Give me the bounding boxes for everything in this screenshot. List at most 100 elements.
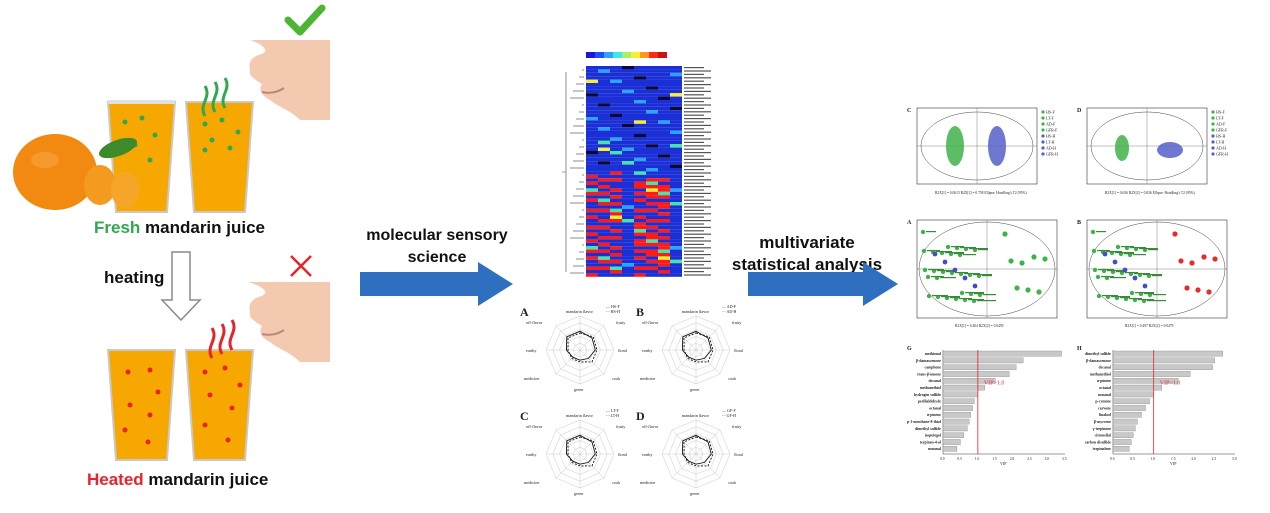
- loading-point-label: [951, 246, 964, 248]
- heatmap-cell: [634, 69, 646, 73]
- heatmap-cell: [586, 256, 598, 260]
- heatmap-cell: [646, 140, 658, 145]
- heatmap-row-label: [684, 254, 711, 256]
- vip-bar: [942, 405, 973, 411]
- heatmap-cell: [670, 93, 682, 97]
- heatmap-cell: [658, 96, 670, 100]
- heatmap-cell: [646, 130, 658, 134]
- loading-point-label: [950, 297, 960, 299]
- heatmap-cell: [658, 164, 670, 168]
- heatmap-cell: [634, 168, 646, 172]
- loading-point-blue: [1122, 267, 1128, 273]
- radar-axis-label: fruity: [616, 320, 626, 325]
- vip-tick-label: 1.5: [1171, 457, 1176, 461]
- heatmap-row-label: [684, 152, 711, 154]
- vip-bar-label: α-pinene: [1097, 379, 1111, 383]
- loading-point-label: [954, 253, 964, 255]
- vip-bar-label: β-damascenone: [916, 359, 941, 363]
- loading-point-label: [1130, 247, 1146, 249]
- heatmap-cell: [670, 147, 682, 151]
- vip-tick-label: 3.5: [1062, 457, 1067, 461]
- heatmap-cell: [634, 110, 646, 114]
- score-legend-item: LT-F: [1046, 116, 1054, 121]
- heatmap-cell: [646, 144, 658, 148]
- radar-axis-label: cook: [612, 480, 621, 485]
- vip-bar-label: trans-β-ionone: [917, 372, 941, 376]
- heatmap-cell: [598, 113, 610, 117]
- heatmap-colorbar-cell: [586, 52, 595, 58]
- heatmap-cell: [670, 168, 682, 172]
- heatmap-cell: [658, 266, 670, 270]
- heatmap-cell: [658, 168, 670, 172]
- heatmap-cell: [586, 246, 598, 250]
- heatmap-cell: [622, 76, 634, 80]
- heatmap-cell: [658, 134, 670, 138]
- heatmap-cell: [586, 174, 598, 179]
- radar-panel-letter: C: [520, 409, 529, 423]
- heatmap-cell: [622, 222, 634, 226]
- loading-point-label: [1124, 253, 1134, 255]
- heatmap-cell: [586, 140, 598, 145]
- heatmap-cell: [634, 137, 646, 141]
- heatmap-cell: [610, 151, 622, 155]
- heatmap-cell: [634, 219, 646, 223]
- heatmap-cell: [586, 195, 598, 199]
- heatmap-cell: [634, 202, 646, 206]
- heatmap-cell: [610, 117, 622, 121]
- heatmap-cell: [658, 137, 670, 141]
- heatmap-cell: [646, 106, 658, 111]
- heatmap-cell: [646, 263, 658, 267]
- loading-point-green: [1129, 290, 1135, 296]
- vip-bar-label: hydrogen sulfide: [914, 393, 941, 397]
- radar-axis-label: cook: [612, 376, 621, 381]
- loading-point-label: [960, 247, 976, 249]
- heatmap-row-label: [684, 97, 711, 99]
- heated-glass-2: [184, 349, 255, 461]
- heatmap-cell: [598, 259, 610, 264]
- heatmap-cell: [670, 256, 682, 260]
- heatmap-cell: [646, 93, 658, 97]
- heatmap-cell: [658, 174, 670, 179]
- heatmap-cell: [598, 208, 610, 213]
- heatmap-cell: [670, 253, 682, 257]
- heatmap-cell: [670, 86, 682, 90]
- heatmap-cell: [622, 225, 634, 230]
- heatmap-cell: [598, 236, 610, 240]
- heatmap-cell: [586, 232, 598, 236]
- loading-point-blue: [1102, 251, 1108, 257]
- heatmap-row-label: [684, 223, 704, 225]
- heatmap-cell: [610, 266, 622, 270]
- heatmap-cell: [658, 76, 670, 80]
- vip-bar-label: nonanal: [928, 447, 941, 451]
- heatmap-cell: [634, 229, 646, 233]
- heatmap-cell: [598, 205, 610, 209]
- heatmap-cell: [610, 120, 622, 124]
- heatmap-cell: [634, 212, 646, 216]
- heatmap-row-label: [684, 240, 711, 242]
- vip-tick-label: 0.5: [957, 457, 962, 461]
- radar-axis-label: fruity: [616, 424, 626, 429]
- loading-point-label: [937, 270, 956, 272]
- vip-tick-label: 0.0: [940, 457, 945, 461]
- heatmap-colorbar-cell: [595, 52, 604, 58]
- heatmap-cell: [598, 147, 610, 151]
- loading-point-label: [1139, 248, 1158, 250]
- heatmap-cell: [598, 263, 610, 267]
- heatmap-row-label: [684, 155, 704, 157]
- heatmap-cell: [646, 113, 658, 117]
- heatmap-cell: [658, 263, 670, 267]
- heatmap-row-label: [684, 237, 704, 239]
- heatmap-row-label: [684, 90, 711, 92]
- loading-plot-letter: B: [1077, 220, 1081, 226]
- heatmap-cell: [610, 273, 622, 277]
- heatmap-cell: [634, 225, 646, 230]
- radar-axis-label: green: [690, 387, 700, 392]
- loading-point-label: [932, 295, 948, 297]
- heatmap-cell: [610, 157, 622, 162]
- heatmap-cell: [622, 229, 634, 233]
- heatmap-cell: [610, 202, 622, 206]
- score-legend-item: AD-H: [1046, 146, 1056, 151]
- face-smelling-fresh: [249, 40, 330, 120]
- heatmap-cell: [646, 89, 658, 94]
- loading-point-blue: [1132, 275, 1138, 281]
